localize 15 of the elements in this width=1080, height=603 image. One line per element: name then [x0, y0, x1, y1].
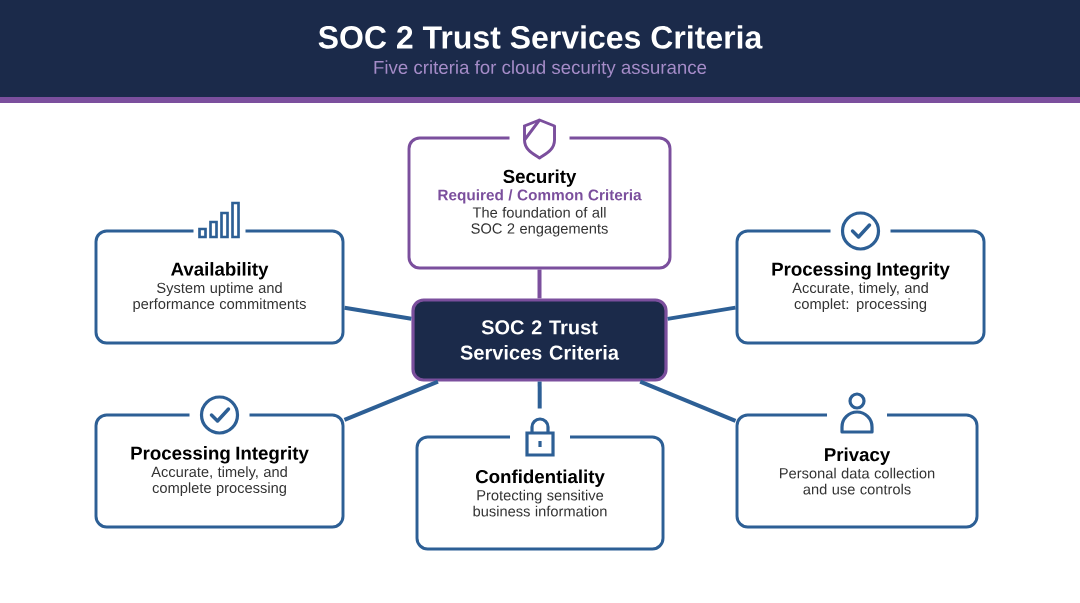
connector-line	[344, 305, 412, 321]
criterion-box: Processing Integrity Accurate, timely, and complet: processing	[735, 229, 986, 345]
connector-line	[639, 379, 737, 423]
subtitle: Five criteria for cloud security assurance	[374, 60, 707, 78]
hub-box: SOC 2 Trust Services Criteria	[411, 298, 668, 382]
criterion-box: Security Required / Common Criteria The foundation of all SOC 2 engagements	[407, 136, 672, 270]
connector-line	[343, 379, 439, 422]
connector-line	[667, 305, 736, 321]
criterion-box: Availability System uptime and performance commitments	[94, 229, 345, 345]
connector-line	[537, 269, 542, 299]
criterion-box: Processing Integrity Accurate, timely, and complete processing	[94, 413, 345, 529]
criterion-box: Confidentiality Protecting sensitive business information	[415, 435, 665, 551]
connector-line	[537, 381, 542, 409]
title: SOC 2 Trust Services Criteria	[318, 25, 763, 49]
criterion-box: Privacy Personal data collection and use controls	[735, 413, 979, 529]
